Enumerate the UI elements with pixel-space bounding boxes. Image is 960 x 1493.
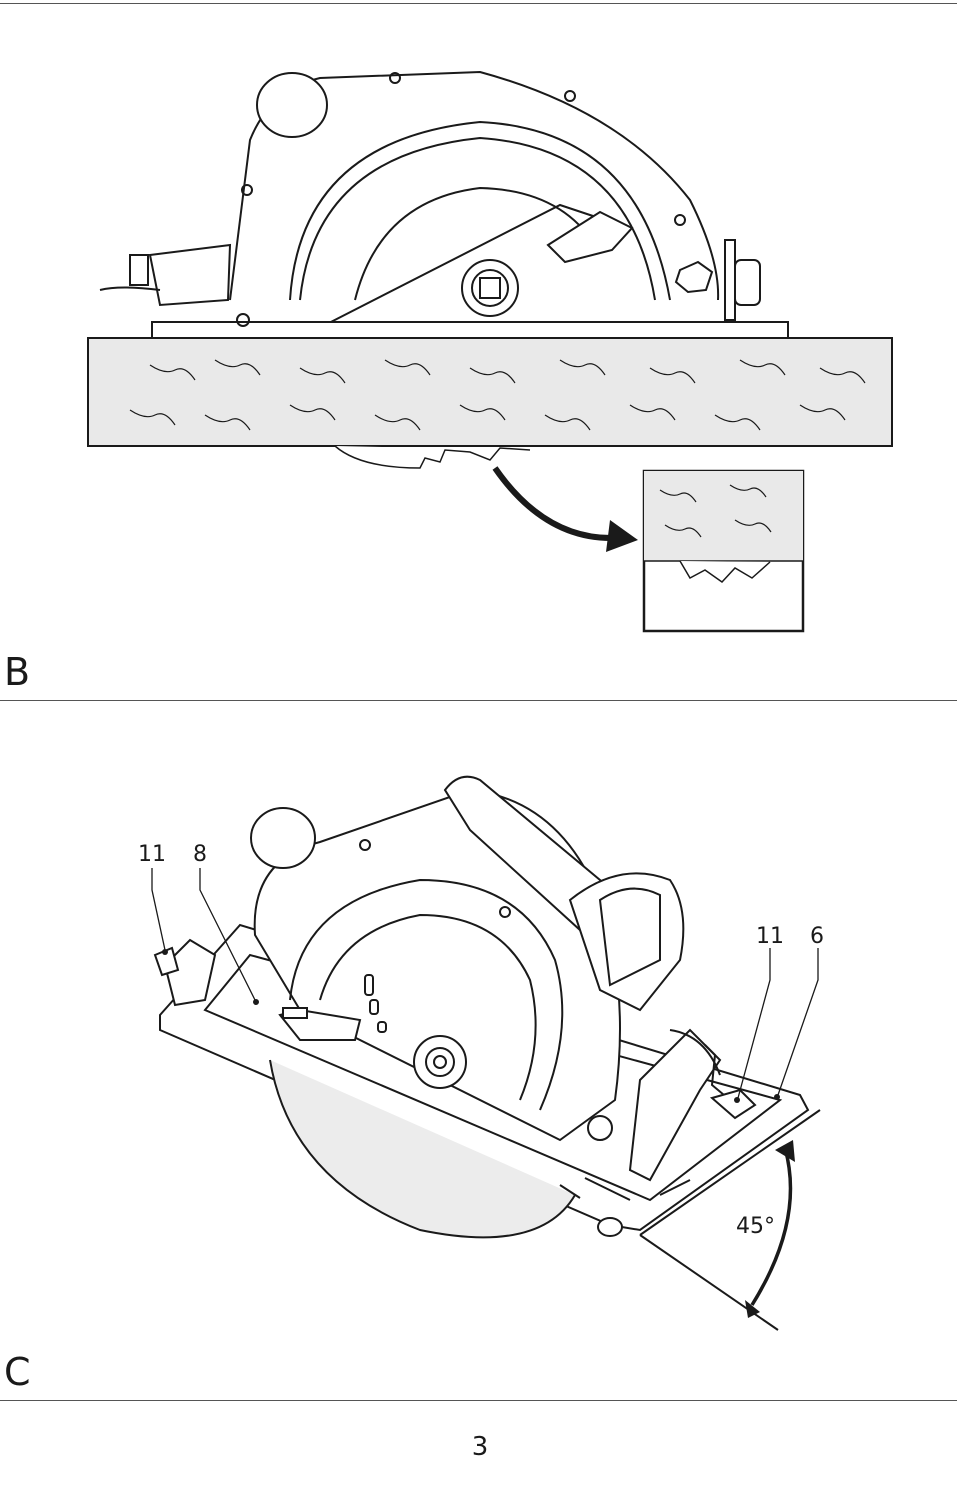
top-rule — [0, 3, 957, 4]
figure-c-illustration — [151, 775, 821, 1331]
figure-b-label: B — [4, 650, 31, 694]
figure-b-illustration — [87, 70, 893, 633]
callout-11-left: 11 — [138, 842, 166, 867]
callout-8: 8 — [193, 842, 207, 867]
callout-11-right: 11 — [756, 924, 784, 949]
figure-b-rule — [0, 700, 957, 701]
angle-label: 45° — [736, 1214, 775, 1239]
callout-6: 6 — [810, 924, 824, 949]
page-number: 3 — [471, 1432, 489, 1462]
figure-c-label: C — [4, 1350, 31, 1394]
figure-c-rule — [0, 1400, 957, 1401]
